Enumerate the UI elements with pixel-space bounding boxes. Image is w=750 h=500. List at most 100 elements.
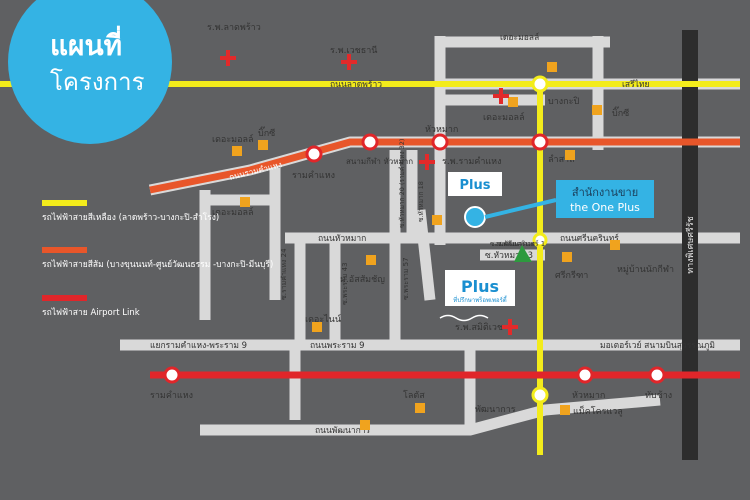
poi-lamsali bbox=[565, 150, 575, 160]
logo-box-top bbox=[448, 172, 502, 196]
label-huamark-orange: หัวหมาก bbox=[425, 125, 458, 135]
label-soi-43: ซ.พระราม 43 bbox=[341, 262, 349, 305]
callout-line2: the One Plus bbox=[570, 201, 640, 214]
label-soi-huamark-18: ซ.หัวหมาก 18 bbox=[417, 181, 425, 222]
label-ladprao-hospital: ร.พ.ลาดพร้าว bbox=[207, 22, 261, 33]
road-pattanakarn bbox=[200, 394, 661, 436]
hospital-icon-vejthani bbox=[341, 54, 357, 70]
poi-lotus bbox=[415, 403, 425, 413]
label-huamark: ถนนหัวหมาก bbox=[318, 234, 366, 244]
label-sukhumvit: ถนนศรีนครินทร์ bbox=[560, 233, 619, 244]
poi-srikritha bbox=[562, 252, 572, 262]
title-line2: โครงการ bbox=[50, 68, 145, 96]
label-vejthani: ร.พ.เวชธานี bbox=[330, 45, 377, 56]
poi-bigc-right bbox=[592, 105, 602, 115]
poi-bangkapi bbox=[547, 62, 557, 72]
label-themall-left-2: เดอะมอลล์ bbox=[212, 206, 254, 218]
label-m-bangkok: ม.อัสสัมชัญ bbox=[340, 275, 385, 285]
label-lotus: โลตัส bbox=[403, 390, 425, 401]
sales-office-marker bbox=[464, 206, 486, 228]
expressway-vertical bbox=[682, 30, 698, 460]
hospital-markers bbox=[220, 50, 518, 335]
project-logo-bottom: Plus ที่ปรึกษาพร็อพเพอร์ตี้ bbox=[445, 270, 515, 306]
road-soi-57 bbox=[414, 209, 436, 301]
hospital-icon-samitivej bbox=[502, 319, 518, 335]
legend: รถไฟฟ้าสายสีเหลือง (ลาดพร้าว-บางกะปิ-สำโ… bbox=[42, 200, 273, 318]
label-rama9: ถนนพระราม 9 bbox=[310, 341, 365, 351]
callout-line1: สำนักงานขาย bbox=[572, 186, 638, 199]
label-huamark-soi: ซอยพัฒนาการ bbox=[490, 240, 535, 248]
label-ramkhamhaeng-hospital: ร.พ.รามคำแหง bbox=[442, 156, 502, 167]
label-rama9-junction: แยกรามคำแหง-พระราม 9 bbox=[150, 341, 247, 351]
label-stadium: สนามกีฬา หัวหมาก bbox=[346, 157, 413, 166]
poi-pattanakarn bbox=[360, 420, 370, 430]
label-village: หมู่บ้านนักกีฬา bbox=[617, 264, 674, 275]
logo-brand-top: Plus bbox=[460, 178, 491, 193]
station-ramkhamhaeng-al bbox=[163, 366, 181, 384]
station-huamark-orange bbox=[431, 133, 449, 151]
label-pattanakarn: พัฒนาการ bbox=[475, 405, 516, 415]
label-soi-24: ซ.รามคำแหง 24 bbox=[280, 248, 288, 300]
label-bangkapi: บางกะปิ bbox=[548, 96, 579, 107]
title-line1: แผนที่ bbox=[50, 25, 122, 62]
hospital-icon-themall bbox=[493, 88, 509, 104]
poi-village bbox=[610, 240, 620, 250]
entrance-marker bbox=[514, 245, 532, 262]
logo-brand-bottom: Plus bbox=[461, 277, 499, 296]
label-thapchang: ทับช้าง bbox=[645, 390, 672, 401]
label-pattanakarn: ถนนพัฒนาการ bbox=[315, 426, 371, 436]
poi-thailand bbox=[312, 322, 322, 332]
label-soi-srinagarindra: ซ.ศรีนครินทร์ 1 bbox=[497, 240, 545, 248]
station-bangkapi-yellow bbox=[531, 75, 549, 93]
label-bigc-right: บิ๊กซี bbox=[612, 106, 629, 119]
station-huamark-al bbox=[576, 366, 594, 384]
label-bigc-left: บิ๊กซี bbox=[258, 126, 275, 139]
label-makro: แม็คโครแวลู bbox=[573, 404, 623, 417]
label-seri-thai: เสรีไทย bbox=[622, 79, 650, 90]
canal bbox=[439, 314, 489, 322]
callout-connector bbox=[484, 198, 557, 219]
label-samitivej: ร.พ.สมิติเวช bbox=[455, 322, 503, 333]
legend-swatch-orange bbox=[42, 247, 87, 253]
station-lamsali-orange bbox=[531, 133, 549, 151]
stations bbox=[163, 133, 666, 384]
station-ramkhamhaeng-orange bbox=[305, 145, 323, 163]
label-soi-57: ซ.พระราม 57 bbox=[402, 257, 410, 300]
road-network bbox=[120, 36, 740, 436]
logo-box-bottom bbox=[445, 270, 515, 306]
poi-m-bangkok bbox=[366, 255, 376, 265]
label-huamark-al: หัวหมาก bbox=[572, 391, 605, 401]
hospital-icon-ramkhamhaeng bbox=[419, 154, 435, 170]
poi-makro bbox=[560, 405, 570, 415]
legend-swatch-yellow bbox=[42, 200, 87, 206]
place-labels: บางกะปิ ลำสาลี หัวหมาก รามคำแหง สนามกีฬา… bbox=[150, 22, 674, 417]
poi-markers bbox=[232, 62, 620, 430]
station-stadium-orange bbox=[361, 133, 379, 151]
poi-themall-top bbox=[508, 97, 518, 107]
label-srikritha: ศรีกรีฑา bbox=[555, 270, 588, 281]
legend-text-orange: รถไฟฟ้าสายสีส้ม (บางขุนนนท์-ศูนย์วัฒนธรร… bbox=[42, 259, 273, 270]
label-lamsali: ลำสาลี bbox=[548, 154, 575, 165]
logo-tagline-bottom: ที่ปรึกษาพร็อพเพอร์ตี้ bbox=[453, 294, 508, 304]
legend-swatch-red bbox=[42, 295, 87, 301]
hospital-icon-ladprao bbox=[220, 50, 236, 66]
label-ramkhamhaeng-al: รามคำแหง bbox=[150, 390, 193, 401]
legend-text-red: รถไฟฟ้าสาย Airport Link bbox=[42, 307, 140, 318]
label-thailand: เดอะไนน์ bbox=[305, 313, 341, 325]
label-soi-huamark-3: ซ.หัวหมาก 3 bbox=[485, 251, 533, 261]
title-badge bbox=[8, 0, 172, 144]
station-thapchang-al bbox=[648, 366, 666, 384]
callout-box bbox=[556, 180, 654, 218]
poi-themall-left-2 bbox=[240, 197, 250, 207]
station-pattanakarn-yellow bbox=[531, 386, 549, 404]
yellow-stations bbox=[531, 75, 549, 404]
label-ramkhamhaeng-orange: รามคำแหง bbox=[292, 170, 335, 181]
label-themall-top: เดอะมอลล์ bbox=[483, 111, 525, 123]
label-soi-huamark-20: ซ.หัวหมาก 20 (รามคำแหง 32) bbox=[398, 139, 406, 228]
poi-bigc-left bbox=[258, 140, 268, 150]
legend-text-yellow: รถไฟฟ้าสายสีเหลือง (ลาดพร้าว-บางกะปิ-สำโ… bbox=[42, 212, 219, 223]
station-srikritha-yellow bbox=[532, 232, 548, 248]
label-motorway: มอเตอร์เวย์ สนามบินสุวรรณภูมิ bbox=[600, 340, 715, 351]
label-ladprao: ถนนลาดพร้าว bbox=[330, 79, 382, 90]
